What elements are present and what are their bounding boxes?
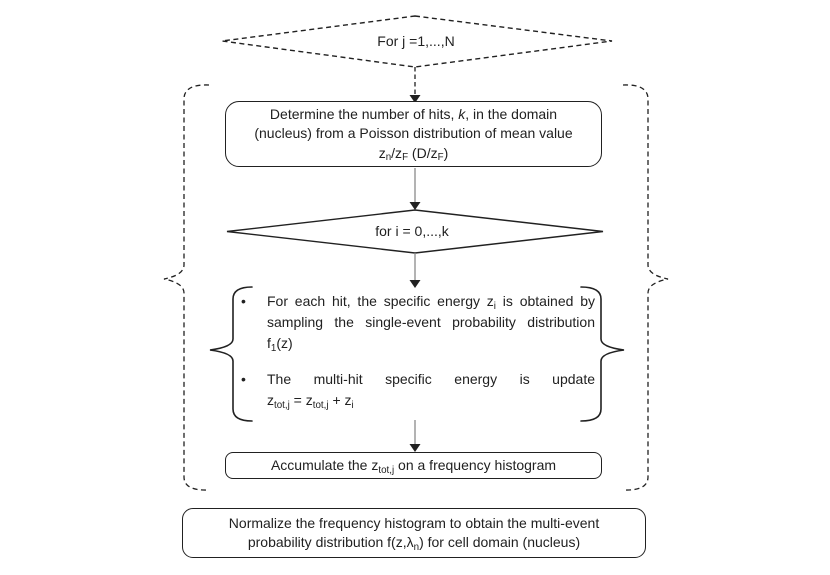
inner-scope-brace-right [580, 286, 625, 422]
outer-scope-brace-right [622, 84, 669, 491]
poisson-box-line-1: Determine the number of hits, k, in the … [269, 106, 558, 123]
outer-scope-brace-left [163, 84, 210, 491]
normalize-box: Normalize the frequency histogram to obt… [182, 508, 646, 558]
bullet-2-line-2: ztot,j = ztot,j + zi [267, 392, 354, 411]
arrow-poisson-to-inner-head [409, 202, 421, 210]
poisson-box: Determine the number of hits, k, in the … [225, 101, 602, 167]
bullet-1-line-3: f1(z) [267, 335, 293, 354]
poisson-box-line-3: zn/zF (D/zF) [378, 144, 449, 164]
outer-loop-diamond [221, 15, 613, 68]
list-item: • For each hit, the specific energy zi i… [241, 291, 595, 354]
arrow-inner-to-bullets-head [409, 280, 421, 288]
inner-scope-brace-left [209, 286, 253, 422]
poisson-box-line-2: (nucleus) from a Poisson distribution of… [254, 125, 573, 142]
normalize-box-line-1: Normalize the frequency histogram to obt… [228, 514, 600, 531]
outer-loop-label: For j =1,...,N [377, 33, 455, 49]
list-item: • The multi-hit specific energy is updat… [241, 369, 595, 411]
bullet-2-text: The multi-hit specific energy is update … [267, 369, 595, 411]
arrow-outer-to-poisson-head [409, 95, 421, 103]
bullet-icon: • [241, 293, 246, 309]
accumulate-box: Accumulate the ztot,j on a frequency his… [225, 452, 602, 479]
bullet-icon: • [241, 371, 246, 387]
bullet-1-line-1: For each hit, the specific energy zi is … [267, 293, 595, 312]
bullet-1-text: For each hit, the specific energy zi is … [267, 291, 595, 354]
bullet-2-line-1: The multi-hit specific energy is update [267, 371, 595, 387]
normalize-box-line-2: probability distribution f(z,λn) for cel… [247, 534, 581, 553]
arrow-bullets-to-accumulate-head [409, 444, 421, 452]
inner-loop-label: for i = 0,...,k [375, 223, 449, 239]
bullet-1-line-2: sampling the single-event probability di… [267, 314, 595, 330]
hit-bullet-list: • For each hit, the specific energy zi i… [241, 291, 595, 411]
accumulate-box-text: Accumulate the ztot,j on a frequency his… [270, 456, 557, 476]
